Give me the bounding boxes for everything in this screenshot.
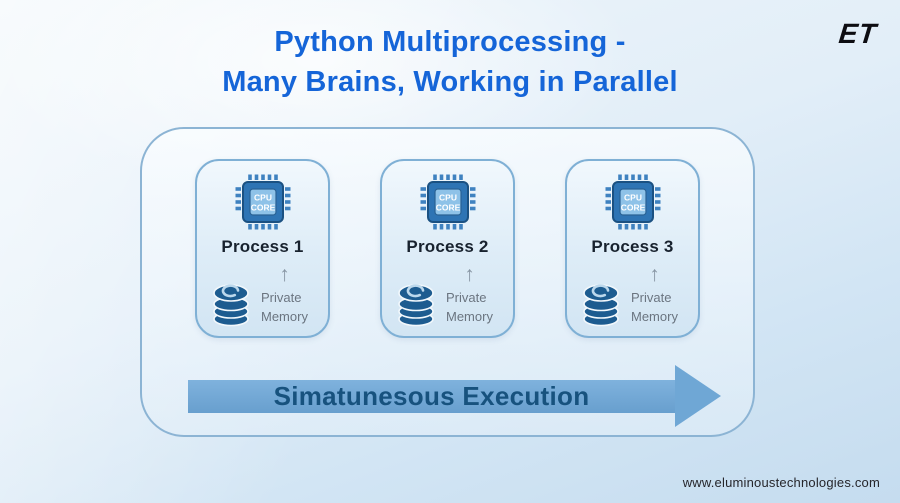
private-memory: ↑ Private Memory <box>261 264 308 327</box>
database-icon <box>398 284 434 327</box>
private-memory: ↑ Private Memory <box>446 264 493 327</box>
up-arrow-icon: ↑ <box>649 263 660 287</box>
cpu-chip-icon: CPU CORE <box>605 174 660 230</box>
execution-arrow: Simatunesous Execution <box>188 365 721 427</box>
memory-label-line2: Memory <box>261 309 308 325</box>
process-label: Process 2 <box>406 237 489 256</box>
process-cards-row: CPU CORE Process 1 ↑ Private Memory <box>195 159 700 338</box>
execution-arrow-body: Simatunesous Execution <box>188 379 675 413</box>
process-label: Process 1 <box>221 237 304 256</box>
title-line-1: Python Multiprocessing - <box>274 26 626 58</box>
chip-label-line2: CORE <box>620 203 645 213</box>
cpu-chip-icon: CPU CORE <box>420 174 475 230</box>
chip-label-line1: CPU <box>624 193 642 203</box>
database-icon <box>213 284 249 327</box>
process-card-1: CPU CORE Process 1 ↑ Private Memory <box>195 159 330 338</box>
private-memory: ↑ Private Memory <box>631 264 678 327</box>
chip-label-line1: CPU <box>254 193 272 203</box>
execution-arrow-head-icon <box>675 365 721 427</box>
memory-section: ↑ Private Memory <box>197 264 328 336</box>
diagram-panel: CPU CORE Process 1 ↑ Private Memory <box>140 127 755 437</box>
execution-arrow-label: Simatunesous Execution <box>273 380 590 411</box>
memory-label-line1: Private <box>631 290 672 306</box>
up-arrow-icon: ↑ <box>464 263 475 287</box>
memory-label-line1: Private <box>261 290 302 306</box>
company-logo: ET <box>837 18 879 49</box>
memory-label-line2: Memory <box>446 309 493 325</box>
process-label: Process 3 <box>591 237 674 256</box>
chip-label-line2: CORE <box>435 203 460 213</box>
process-card-2: CPU CORE Process 2 ↑ Private Memory <box>380 159 515 338</box>
memory-section: ↑ Private Memory <box>382 264 513 336</box>
memory-label-line2: Memory <box>631 309 678 325</box>
chip-label-line1: CPU <box>439 193 457 203</box>
memory-section: ↑ Private Memory <box>567 264 698 336</box>
up-arrow-icon: ↑ <box>279 263 290 287</box>
chip-label-line2: CORE <box>250 203 275 213</box>
database-icon <box>583 284 619 327</box>
website-url: www.eluminoustechnologies.com <box>682 475 880 490</box>
process-card-3: CPU CORE Process 3 ↑ Private Memory <box>565 159 700 338</box>
cpu-chip-icon: CPU CORE <box>235 174 290 230</box>
page-title: Python Multiprocessing - Many Brains, Wo… <box>0 22 900 102</box>
memory-label-line1: Private <box>446 290 487 306</box>
title-line-2: Many Brains, Working in Parallel <box>222 66 678 99</box>
